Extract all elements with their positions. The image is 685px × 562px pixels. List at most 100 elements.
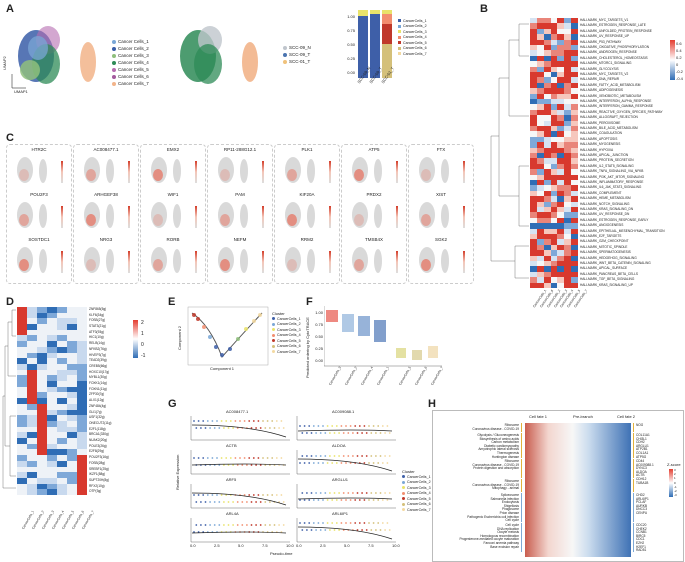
heatmap-cell [67,307,77,313]
sample-legend: SCC-09_N SCC-09_T SCC-01_T [283,44,311,65]
expression-blob [17,157,33,183]
kegg-term: Glycolysis / Gluconeogenesis [477,433,519,437]
heatmap-cell [47,363,57,370]
expression-point [306,432,308,434]
heatmap-cell [564,234,572,240]
heatmap-cell [77,386,87,393]
heatmap-cell [77,341,87,347]
expression-point [200,501,202,503]
tick: 2 [141,320,144,326]
heatmap-cell [536,61,544,67]
heatmap-cell [557,55,565,62]
heatmap-cell [47,483,57,490]
heatmap-cell [564,72,572,78]
heatmap-cell [550,207,558,213]
heatmap-cell [47,466,57,473]
expression-point [335,462,338,464]
expression-point [259,524,262,526]
heatmap-cell [536,207,544,213]
pathway-label: HALLMARK_TNFA_SIGNALING_VIA_NFKB [580,169,644,174]
kegg-term: Coronavirus disease - COVID-19 [472,462,519,467]
branch-gene: ATP5G [636,454,647,459]
trajectory-plot [187,306,269,366]
expression-point [209,524,211,526]
expression-point [202,494,205,496]
heatmap-cell [571,266,578,272]
expression-point [213,501,216,503]
legend-swatch [272,328,275,332]
heatmap-cell [543,77,551,83]
heatmap-cell [564,158,572,164]
heatmap-cell [27,375,37,382]
legend-label: CancerCells_6 [403,46,427,51]
expression-scale [128,251,130,273]
heatmap-cell [17,426,27,433]
expression-point [368,462,370,464]
umap-sample-plot [180,26,258,84]
heatmap-cell [47,341,57,347]
heatmap-cell [47,375,57,382]
heatmap-cell [47,381,57,387]
heatmap-cell [57,489,67,495]
heatmap-cell [27,335,37,342]
heatmap-cell [564,93,572,99]
heatmap-cell [571,126,578,132]
heatmap-cell [67,472,77,478]
tick: 0.25 [347,56,355,61]
heatmap-cell [536,104,544,110]
legend-title: Cluster [272,311,285,316]
expression-blob [441,249,449,273]
expression-point [363,425,366,427]
legend-swatch [402,475,405,479]
expression-blob [374,249,382,273]
heatmap-cell [550,153,558,159]
heatmap-cell [47,392,57,399]
expression-point [310,529,313,531]
expression-blob [307,249,315,273]
expression-point [322,425,324,427]
heatmap-cell [17,455,27,461]
legend-title: Cluster [402,469,415,474]
heatmap-cell [550,88,558,94]
expression-point [216,420,218,422]
heatmap-cell [550,18,558,24]
expression-point [312,462,315,464]
gene-title: ARL6IP1 [332,511,349,516]
heatmap-cell [571,55,578,62]
gene-name: FTX [436,147,446,152]
expression-point [356,432,359,434]
heatmap-cell [57,329,67,336]
expression-blob [352,202,368,228]
branch-gene: ALDOA [636,469,647,474]
heatmap-cell [47,369,57,376]
legend-label: CancerCells_4 [407,491,431,496]
heatmap-cell [543,93,551,99]
axis [190,518,290,543]
heatmap-cell [543,261,551,267]
expression-point [375,492,377,494]
expression-scale [262,206,264,228]
heatmap-cell [37,438,47,444]
expression-point [193,457,195,459]
panel-letter-d: D [6,296,14,308]
heatmap-cell [536,131,544,137]
heatmap-cell [67,455,77,461]
expression-point [338,455,340,457]
heatmap-cell [37,489,47,495]
expression-point [209,427,211,429]
legend-item: CancerCells_7 [402,507,431,513]
heatmap-cell [557,239,565,245]
expression-point [223,524,225,526]
heatmap-cell [37,477,47,484]
pathway-label: HALLMARK_G2M_CHECKPOINT [580,239,629,244]
kegg-term: Cell cycle [505,518,519,523]
expression-point [241,524,244,526]
heatmap-cell [557,147,565,153]
heatmap-cell [37,403,47,410]
heatmap-cell [27,307,37,313]
heatmap-cell [564,126,572,132]
heatmap-cell [536,174,544,180]
